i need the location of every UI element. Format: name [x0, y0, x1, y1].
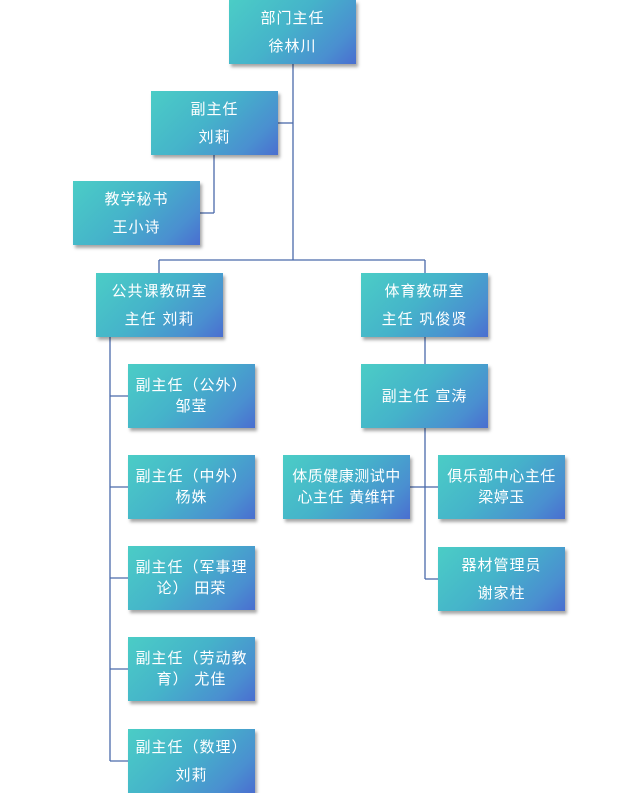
node-title: 体育教研室 — [384, 282, 465, 300]
node-title: 器材管理员 — [461, 556, 542, 574]
node-teaching-secretary: 教学秘书 王小诗 — [73, 181, 200, 245]
node-name: 刘莉 — [198, 128, 231, 146]
node-title: 副主任 — [190, 100, 239, 118]
node-title: 教学秘书 — [104, 190, 169, 208]
node-name: 梁婷玉 — [478, 488, 525, 506]
node-title: 部门主任 — [260, 9, 325, 27]
node-deputy-foreign-chinese: 副主任（中外） 杨姝 — [128, 455, 255, 519]
node-title: 副主任（中外） — [135, 467, 248, 485]
node-title: 俱乐部中心主任 — [447, 467, 556, 485]
node-title: 副主任（军事理 — [135, 558, 248, 576]
node-name: 主任 巩俊贤 — [381, 310, 468, 328]
node-deputy-foreign-public: 副主任（公外） 邹莹 — [128, 364, 255, 428]
node-name: 王小诗 — [112, 218, 161, 236]
node-deputy-math: 副主任（数理） 刘莉 — [128, 729, 255, 793]
node-name: 心主任 黄维轩 — [297, 488, 396, 506]
node-name: 杨姝 — [175, 488, 208, 506]
node-club-center: 俱乐部中心主任 梁婷玉 — [438, 455, 565, 519]
node-name: 谢家柱 — [477, 584, 526, 602]
node-name: 论） 田荣 — [156, 579, 227, 597]
node-public-course-office: 公共课教研室 主任 刘莉 — [96, 273, 223, 337]
node-fitness-testing-center: 体质健康测试中 心主任 黄维轩 — [283, 455, 410, 519]
node-title: 副主任（劳动教 — [135, 649, 248, 667]
node-name: 主任 刘莉 — [124, 310, 195, 328]
node-name: 刘莉 — [175, 766, 208, 784]
node-department-head: 部门主任 徐林川 — [229, 0, 356, 64]
node-title: 公共课教研室 — [111, 282, 208, 300]
node-name: 徐林川 — [268, 37, 317, 55]
node-title: 副主任（公外） — [135, 376, 248, 394]
node-equipment-manager: 器材管理员 谢家柱 — [438, 547, 565, 611]
node-title: 体质健康测试中 — [292, 467, 401, 485]
node-deputy-labor-education: 副主任（劳动教 育） 尤佳 — [128, 637, 255, 701]
node-deputy-military-theory: 副主任（军事理 论） 田荣 — [128, 546, 255, 610]
node-title: 副主任 宣涛 — [381, 387, 468, 405]
node-deputy-director: 副主任 刘莉 — [151, 91, 278, 155]
node-pe-deputy: 副主任 宣涛 — [361, 364, 488, 428]
node-name: 邹莹 — [175, 397, 208, 415]
node-title: 副主任（数理） — [135, 738, 248, 756]
node-name: 育） 尤佳 — [156, 670, 227, 688]
node-pe-office: 体育教研室 主任 巩俊贤 — [361, 273, 488, 337]
